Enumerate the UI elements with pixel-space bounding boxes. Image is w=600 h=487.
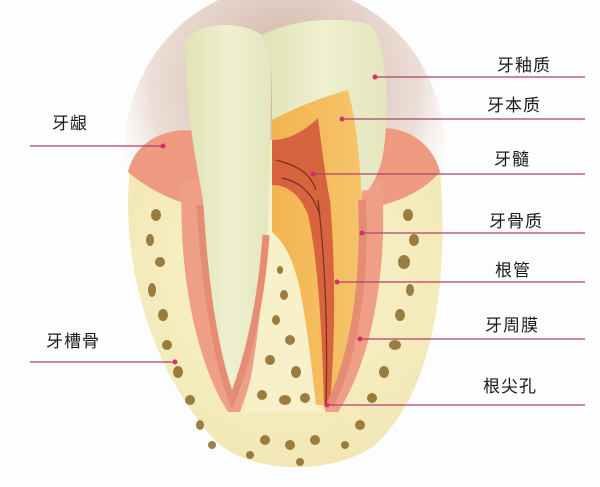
label-root-canal: 根管 [495, 261, 531, 281]
label-alveolar-bone: 牙槽骨 [46, 332, 100, 352]
bone-pores [146, 209, 419, 466]
leader-lines [30, 76, 585, 406]
label-pulp: 牙髓 [494, 150, 530, 170]
label-gingiva: 牙龈 [52, 114, 88, 134]
label-pdl: 牙周膜 [485, 316, 539, 336]
pulp [272, 118, 335, 405]
label-dentin: 牙本质 [487, 96, 541, 116]
label-enamel: 牙釉质 [497, 56, 551, 76]
leader-dots [160, 74, 378, 408]
label-apical-foramen: 根尖孔 [483, 377, 537, 397]
label-cementum: 牙骨质 [489, 212, 543, 232]
root-left-cementum [196, 204, 270, 410]
pulp-vessels [275, 159, 328, 406]
tooth-left-half [185, 24, 272, 406]
